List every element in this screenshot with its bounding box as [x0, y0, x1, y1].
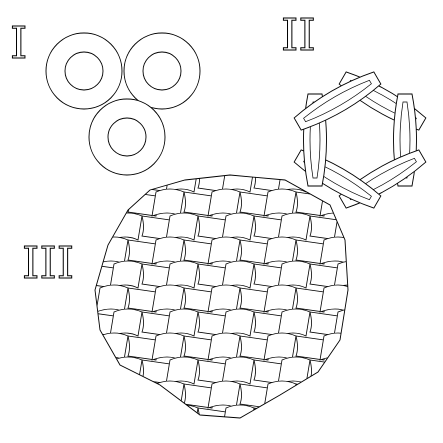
mosaic-tile [222, 309, 254, 336]
mosaic-tile [166, 261, 198, 288]
mosaic-tile [110, 261, 142, 288]
mosaic-tile [110, 309, 142, 336]
mosaic-tile [208, 285, 240, 312]
mosaic-tile [166, 357, 198, 384]
mosaic-tile [208, 189, 240, 216]
mosaic-tile [222, 213, 254, 240]
mosaic-tile [152, 189, 184, 216]
ring-top-left [46, 33, 122, 109]
mosaic-tile [264, 237, 296, 264]
mosaic-tile [208, 381, 240, 408]
mosaic-tile [264, 285, 296, 312]
mosaic-tile [166, 213, 198, 240]
mosaic-tile [264, 333, 296, 360]
mosaic-tile [278, 261, 310, 288]
mosaic-tile [152, 285, 184, 312]
panel-2-label: II [281, 10, 316, 61]
mosaic-tile [278, 309, 310, 336]
ring-bottom [89, 99, 165, 175]
mosaic-tile [152, 237, 184, 264]
mosaic-tile [166, 309, 198, 336]
mosaic-tile [264, 189, 296, 216]
panel-3-label: III [22, 238, 74, 289]
mosaic-tile [222, 261, 254, 288]
mosaic-tile [152, 333, 184, 360]
mosaic-tile [222, 357, 254, 384]
mosaic-tile [208, 333, 240, 360]
panel-1-label: I [10, 18, 27, 69]
mosaic-tile [208, 237, 240, 264]
mosaic-tile [96, 285, 128, 312]
mosaic-tile [278, 213, 310, 240]
ring-top-right [124, 33, 200, 109]
